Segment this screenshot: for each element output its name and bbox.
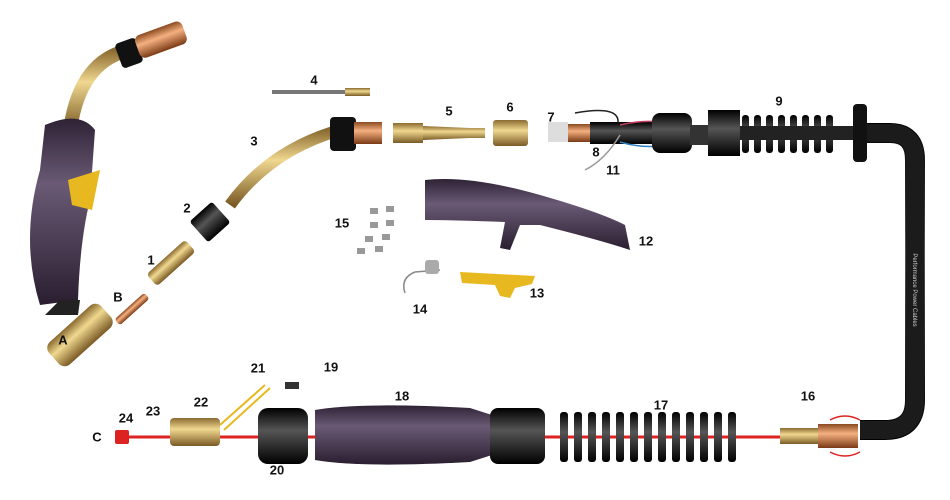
contact-tip-B — [115, 293, 149, 325]
cable-print: Performance Power Cables — [911, 253, 917, 327]
rear-handle-18 — [315, 405, 492, 465]
connector-22 — [170, 418, 220, 446]
clip-14 — [403, 269, 441, 294]
label-24: 24 — [118, 410, 134, 426]
label-11: 11 — [606, 162, 620, 178]
label-8: 8 — [592, 144, 600, 160]
label-1: 1 — [147, 252, 155, 268]
screws-15 — [357, 206, 394, 254]
label-A: A — [58, 332, 68, 348]
label-4: 4 — [310, 72, 318, 88]
housing-20 — [258, 408, 308, 464]
label-14: 14 — [412, 301, 428, 317]
label-12: 12 — [638, 233, 654, 249]
handle-12 — [425, 179, 630, 250]
label-23: 23 — [145, 403, 161, 419]
nozzle-A — [47, 303, 113, 367]
label-15: 15 — [334, 215, 350, 231]
label-7: 7 — [547, 109, 555, 125]
connector-16 — [780, 428, 820, 444]
label-3: 3 — [250, 133, 258, 149]
cable-assembly-9 — [652, 104, 925, 440]
label-C: C — [92, 429, 102, 445]
assembled-torch — [30, 21, 187, 315]
label-18: 18 — [394, 388, 410, 404]
label-5: 5 — [445, 103, 453, 119]
insulator-2 — [190, 202, 230, 242]
label-16: 16 — [800, 388, 816, 404]
spring-17 — [560, 412, 736, 462]
adapter-5 — [393, 123, 485, 143]
label-9: 9 — [775, 93, 783, 109]
label-13: 13 — [529, 285, 545, 301]
label-B: B — [113, 289, 123, 305]
nut-6 — [493, 120, 528, 146]
neck-3 — [225, 124, 342, 209]
label-6: 6 — [506, 99, 514, 115]
label-17: 17 — [653, 397, 669, 413]
label-21: 21 — [250, 360, 266, 376]
gas-diffuser-1 — [147, 241, 195, 285]
label-22: 22 — [193, 394, 209, 410]
trigger-13 — [460, 272, 535, 298]
label-20: 20 — [269, 462, 285, 478]
plug-24 — [115, 430, 129, 444]
label-2: 2 — [183, 200, 191, 216]
label-19: 19 — [323, 359, 339, 375]
